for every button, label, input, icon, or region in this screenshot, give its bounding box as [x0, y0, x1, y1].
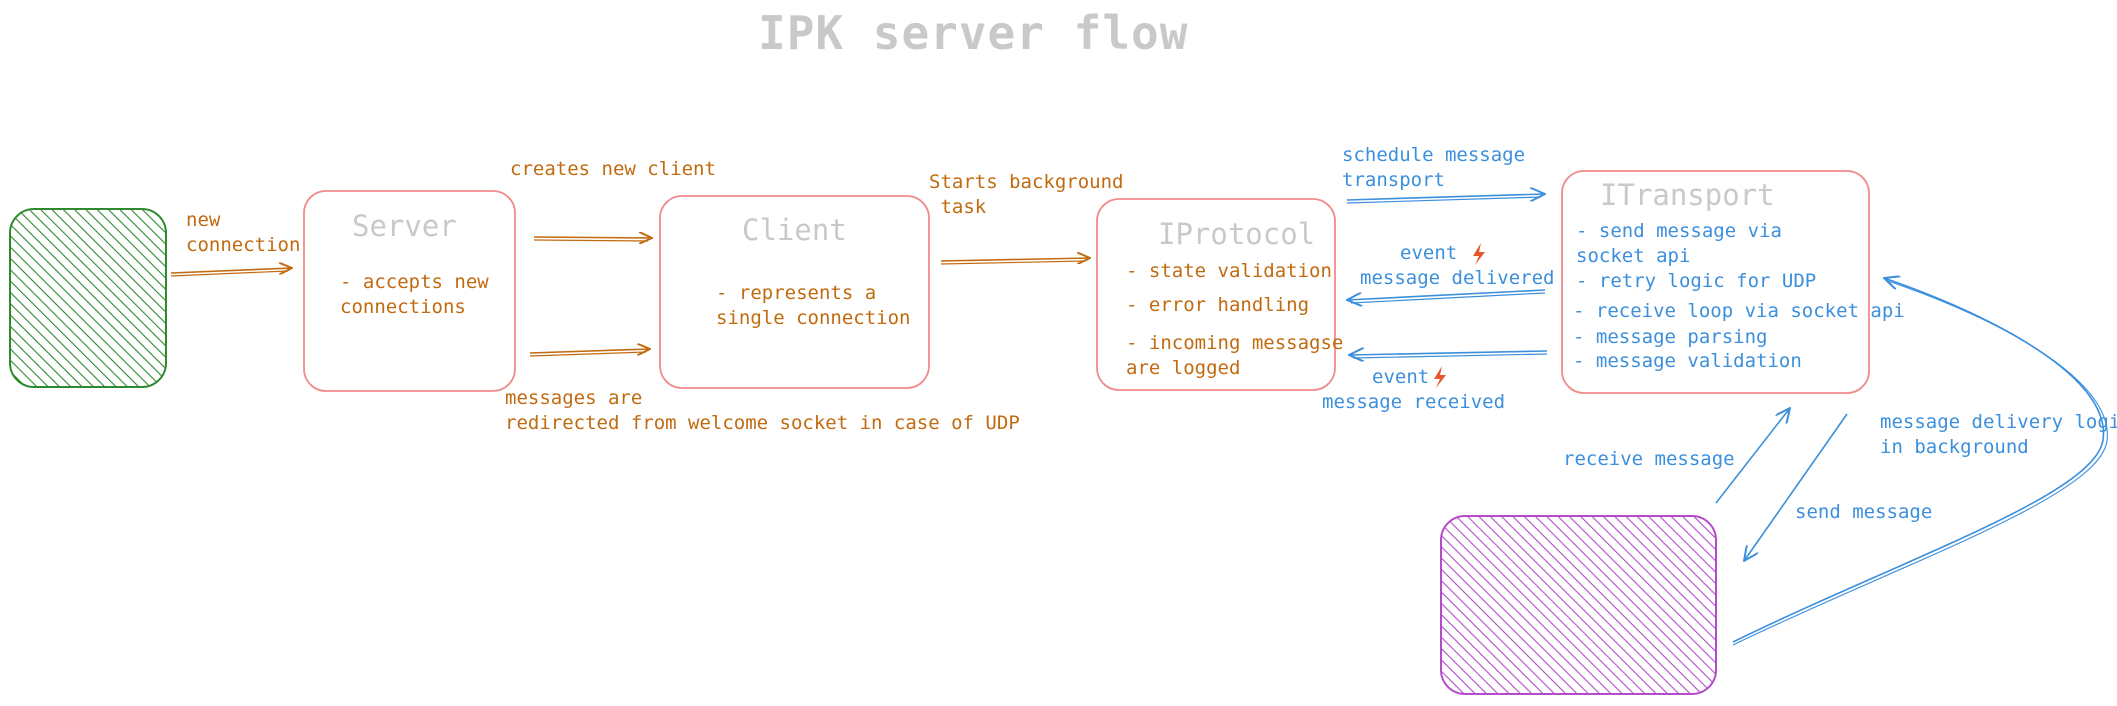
edge-label-message-delivered: message delivered — [1360, 267, 1555, 289]
arrow-receive-message — [1715, 408, 1790, 504]
edge-label-starts-background: Starts background task — [929, 171, 1124, 218]
itransport-item: - message parsing — [1573, 326, 1768, 348]
edge-label-schedule-transport: schedule message transport — [1342, 144, 1526, 191]
arrow-send-message — [1744, 413, 1848, 561]
server-box — [303, 190, 516, 392]
itransport-item: - retry logic for UDP — [1576, 270, 1817, 292]
itransport-item: - send message via socket api — [1576, 220, 1782, 267]
arrow-creates-client — [533, 237, 652, 241]
arrow-new-connection — [170, 268, 292, 277]
edge-label-delivery-logic: message delivery logic in background — [1880, 411, 2117, 458]
network-node — [1440, 515, 1717, 695]
edge-label-event: event — [1372, 366, 1430, 388]
iprotocol-title: IProtocol — [1158, 217, 1316, 251]
itransport-title: ITransport — [1600, 178, 1775, 212]
iprotocol-item: - incoming messagse are logged — [1126, 332, 1344, 379]
arrow-starts-background — [940, 258, 1090, 265]
arrow-messages-redirected — [529, 349, 650, 357]
edge-label-creates-client: creates new client — [510, 158, 716, 180]
itransport-box — [1561, 170, 1870, 394]
iprotocol-item: - state validation — [1126, 260, 1332, 282]
edge-label-send-message: send message — [1795, 501, 1933, 523]
lightning-icon — [1434, 366, 1446, 388]
arrow-delivery-logic — [1732, 278, 2108, 646]
server-title: Server — [352, 209, 457, 243]
client-desc: - represents a single connection — [716, 282, 911, 329]
edge-label-new-connection: new connection — [186, 209, 301, 256]
iprotocol-item: - error handling — [1126, 294, 1310, 316]
edge-label-event: event — [1400, 242, 1458, 264]
lightning-icon — [1473, 243, 1485, 265]
welcome-socket-node — [9, 208, 167, 388]
client-box — [659, 195, 930, 389]
server-desc: - accepts new connections — [340, 271, 489, 318]
itransport-item: - message validation — [1573, 350, 1802, 372]
edge-label-receive-message: receive message — [1563, 448, 1735, 470]
edge-label-message-received: message received — [1322, 391, 1506, 413]
edge-label-messages-redirected: messages are redirected from welcome soc… — [505, 387, 1020, 434]
page-title: IPK server flow — [758, 6, 1189, 60]
arrow-message-delivered — [1347, 289, 1546, 303]
itransport-item: - receive loop via socket api — [1573, 300, 1905, 322]
arrow-schedule-transport — [1346, 194, 1545, 204]
arrow-message-received — [1349, 351, 1548, 358]
client-title: Client — [742, 213, 847, 247]
iprotocol-box — [1096, 198, 1336, 391]
